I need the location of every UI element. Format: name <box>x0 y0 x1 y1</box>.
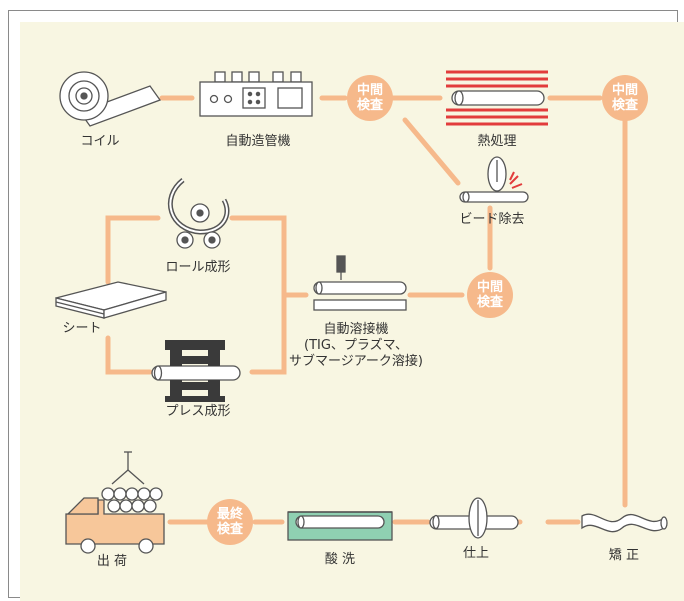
welder-icon <box>313 255 407 311</box>
flow-insp1-to-bead <box>402 117 461 186</box>
finishing-icon <box>429 497 519 539</box>
label-bead-removal: ビード除去 <box>459 212 525 227</box>
pickling-icon <box>287 511 393 541</box>
label-roll-forming: ロール成形 <box>165 260 231 275</box>
flow-sheet-to-roll <box>105 215 161 285</box>
flow-lines <box>105 95 628 525</box>
sheet-icon <box>55 281 167 319</box>
flow-roll-press-to-welder <box>229 215 287 375</box>
flow-sheet-to-press <box>105 335 153 375</box>
press-forming-icon <box>151 340 241 402</box>
label-sheet: シート <box>62 321 102 336</box>
roll-forming-icon <box>167 178 230 249</box>
inspection-mid-2: 中間 検査 <box>602 75 648 121</box>
truck-icon <box>65 451 165 554</box>
inspection-final: 最終 検査 <box>207 499 253 545</box>
coil-icon <box>59 71 162 127</box>
label-press-forming: プレス成形 <box>165 404 231 419</box>
label-pipe-maker: 自動造管機 <box>225 134 291 149</box>
heat-treatment-icon <box>446 70 548 126</box>
label-heat-treatment: 熱処理 <box>477 134 517 149</box>
pipe-maker-icon <box>199 71 313 117</box>
label-coil: コイル <box>80 134 120 149</box>
label-pickling: 酸 洗 <box>324 552 356 567</box>
label-finishing: 仕上 <box>462 546 490 561</box>
label-welder: 自動溶接機 (TIG、プラズマ、 サブマージアーク溶接) <box>288 322 424 369</box>
straightening-icon <box>581 513 668 533</box>
label-shipping: 出 荷 <box>96 554 128 569</box>
label-straightening: 矯 正 <box>608 548 640 563</box>
inspection-mid-1: 中間 検査 <box>347 75 393 121</box>
inspection-mid-3: 中間 検査 <box>467 272 513 318</box>
bead-removal-icon <box>459 156 529 203</box>
